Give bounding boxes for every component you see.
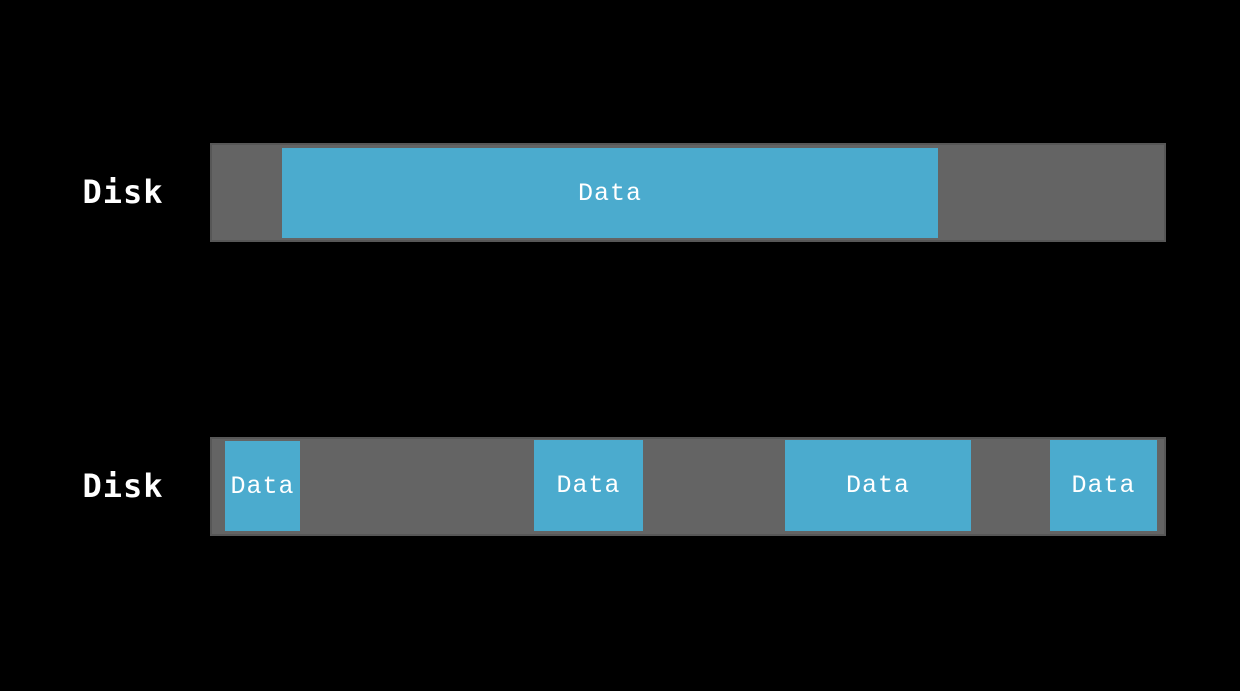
data-block-label: Data — [1071, 471, 1136, 500]
data-block-label: Data — [230, 471, 295, 501]
data-block: Data — [282, 148, 938, 238]
data-block-label: Data — [845, 471, 910, 500]
data-block: Data — [225, 441, 300, 531]
disk-label-bottom: Disk — [82, 467, 164, 505]
disk-label-top: Disk — [82, 173, 164, 211]
disk-bar-bottom: Data Data Data Data — [210, 437, 1166, 536]
data-block-label: Data — [556, 471, 621, 500]
data-block: Data — [1050, 440, 1157, 531]
disk-bar-top: Data — [210, 143, 1166, 242]
data-block: Data — [785, 440, 971, 531]
data-block: Data — [534, 440, 643, 531]
data-block-label: Data — [577, 178, 642, 208]
